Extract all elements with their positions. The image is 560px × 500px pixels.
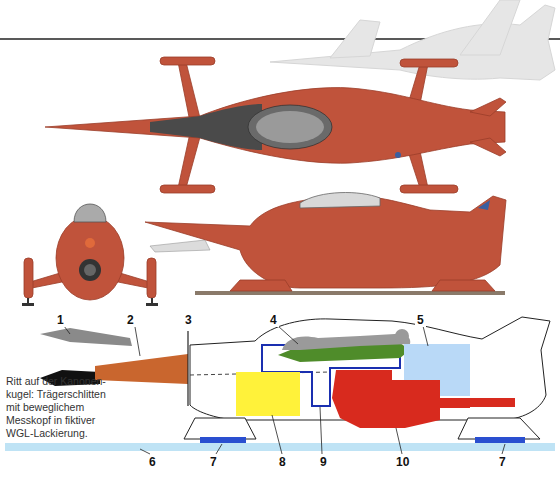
- illustration-part: [200, 437, 246, 443]
- illustration-part: [460, 0, 520, 55]
- illustration-part: [150, 240, 210, 252]
- illustration-part: [178, 62, 200, 122]
- illustration-part: [470, 98, 506, 116]
- front-view: [22, 204, 158, 306]
- illustration-part: [400, 185, 458, 193]
- illustration-part: [184, 418, 256, 439]
- top-view: [45, 57, 506, 193]
- illustration-part: [150, 104, 262, 150]
- illustration-part: [45, 88, 505, 164]
- illustration-part: [84, 264, 96, 276]
- illustration-part: [248, 105, 332, 149]
- illustration-part: [256, 111, 324, 143]
- illustration-part: [187, 331, 188, 406]
- illustration-part: [79, 259, 101, 281]
- callout-number: 1: [55, 313, 66, 327]
- callout-number: 9: [318, 455, 329, 469]
- illustration-part: [146, 303, 158, 306]
- callout-number: 2: [125, 313, 136, 327]
- illustration-part: [300, 193, 380, 208]
- callout-number: 3: [183, 313, 194, 327]
- background-aircraft: [270, 0, 555, 80]
- illustration-part: [160, 57, 215, 65]
- illustration-part: [470, 138, 506, 156]
- callout-number: 4: [268, 313, 279, 327]
- callout-number: 6: [147, 455, 158, 469]
- illustration-part: [475, 437, 525, 443]
- callout-number: 7: [497, 455, 508, 469]
- illustration-part: [230, 280, 292, 291]
- illustration-part: [330, 20, 380, 58]
- illustration-part: [195, 291, 505, 295]
- illustration-part: [236, 372, 300, 416]
- illustration-part: [135, 327, 140, 356]
- leader-lines: [64, 326, 505, 454]
- figure-caption: Ritt auf der Kanonen- kugel: Trägerschli…: [6, 375, 112, 440]
- illustration-part: [145, 196, 506, 288]
- illustration-part: [74, 204, 106, 222]
- illustration-part: [395, 329, 409, 343]
- callout-number: 7: [208, 455, 219, 469]
- illustration-part: [400, 59, 458, 67]
- callout-number: 10: [394, 455, 411, 469]
- illustration-part: [160, 185, 215, 193]
- illustration-part: [95, 354, 188, 384]
- illustration-part: [278, 326, 298, 344]
- callout-number: 5: [415, 313, 426, 327]
- illustration-part: [147, 258, 156, 298]
- illustration-part: [178, 133, 200, 188]
- illustration-part: [56, 216, 124, 300]
- illustration-part: [28, 298, 152, 304]
- illustration-part: [40, 328, 132, 346]
- illustration-part: [140, 449, 150, 454]
- illustration-part: [85, 238, 95, 248]
- illustration-part: [45, 57, 506, 193]
- illustration-part: [320, 407, 322, 454]
- illustration-part: [24, 258, 33, 298]
- illustration-part: [396, 428, 402, 454]
- callout-number: 8: [277, 455, 288, 469]
- illustration-part: [432, 280, 495, 291]
- illustration-part: [458, 418, 540, 439]
- illustration-part: [216, 444, 222, 454]
- illustration-part: [332, 370, 470, 428]
- illustration-part: [423, 326, 428, 346]
- illustration-part: [24, 216, 156, 300]
- illustration-part: [478, 200, 490, 210]
- illustration-part: [22, 303, 34, 306]
- illustration-part: [282, 334, 410, 350]
- cutaway: [5, 317, 555, 451]
- illustration-part: [502, 444, 505, 454]
- illustration-part: [272, 415, 282, 454]
- side-view: [145, 193, 506, 295]
- illustration-part: [470, 398, 515, 407]
- illustration-part: [395, 152, 401, 158]
- illustration-part: [64, 326, 70, 334]
